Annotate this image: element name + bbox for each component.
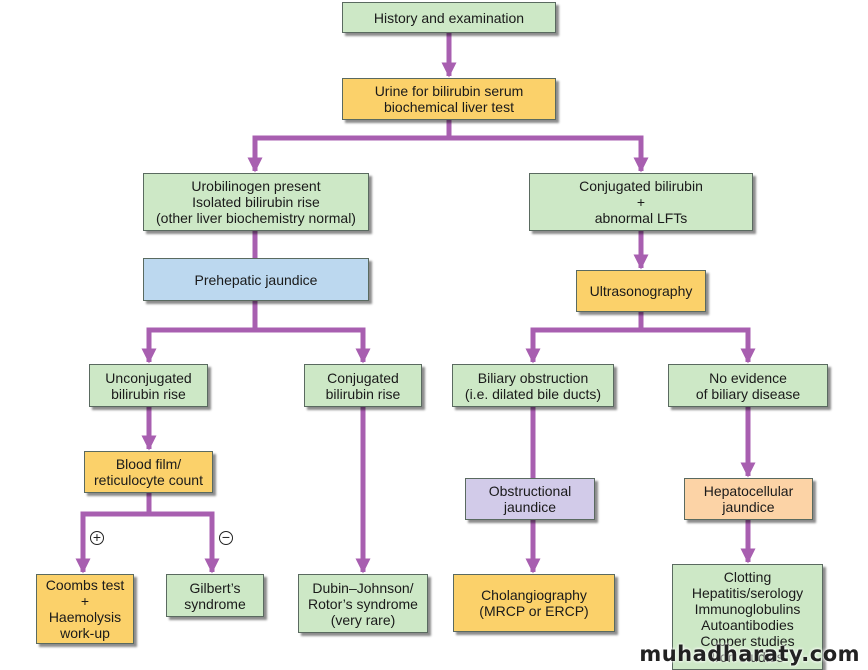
node-history-examination: History and examination xyxy=(342,2,556,33)
node-coombs-test: Coombs test + Haemolysis work-up xyxy=(36,574,134,644)
arrow-blood-film-to-coombs xyxy=(75,493,152,574)
node-unconjugated-bilirubin-rise: Unconjugated bilirubin rise xyxy=(89,364,208,407)
node-blood-film: Blood film/ reticulocyte count xyxy=(84,451,213,493)
arrow-urine-to-conjugated-lfts xyxy=(449,135,649,173)
node-cholangiography: Cholangiography (MRCP or ERCP) xyxy=(453,574,615,632)
arrow-ultrasonography-to-no-biliary xyxy=(641,327,756,364)
node-conjugated-abnormal-lfts: Conjugated bilirubin + abnormal LFTs xyxy=(529,173,753,231)
node-dubin-johnson-rotor: Dubin–Johnson/ Rotor’s syndrome (very ra… xyxy=(298,574,428,633)
arrow-blood-film-to-gilbert xyxy=(149,511,220,574)
node-conjugated-bilirubin-rise: Conjugated bilirubin rise xyxy=(304,364,422,407)
plus-sign-icon: + xyxy=(90,530,104,545)
arrow-prehepatic-to-unconjugated xyxy=(141,301,258,364)
node-gilberts-syndrome: Gilbert’s syndrome xyxy=(166,574,264,617)
node-prehepatic-jaundice: Prehepatic jaundice xyxy=(143,258,369,301)
node-obstructional-jaundice: Obstructional jaundice xyxy=(465,478,595,520)
arrow-ultrasonography-to-biliary-obstruction xyxy=(525,312,644,364)
node-no-biliary-disease: No evidence of biliary disease xyxy=(668,364,828,407)
node-urine-bilirubin-test: Urine for bilirubin serum biochemical li… xyxy=(342,78,556,120)
watermark-text: muhadharaty.com xyxy=(639,642,860,666)
arrow-prehepatic-to-conjugated-rise xyxy=(255,327,371,364)
node-biliary-obstruction: Biliary obstruction (i.e. dilated bile d… xyxy=(452,364,614,407)
node-clotting-studies: Clotting Hepatitis/serology Immunoglobul… xyxy=(672,564,823,670)
minus-sign-icon: − xyxy=(219,530,233,545)
node-urobilinogen-present: Urobilinogen present Isolated bilirubin … xyxy=(143,173,369,231)
node-ultrasonography: Ultrasonography xyxy=(576,270,706,312)
arrow-urine-to-urobilinogen xyxy=(247,120,452,173)
node-hepatocellular-jaundice: Hepatocellular jaundice xyxy=(684,478,813,520)
